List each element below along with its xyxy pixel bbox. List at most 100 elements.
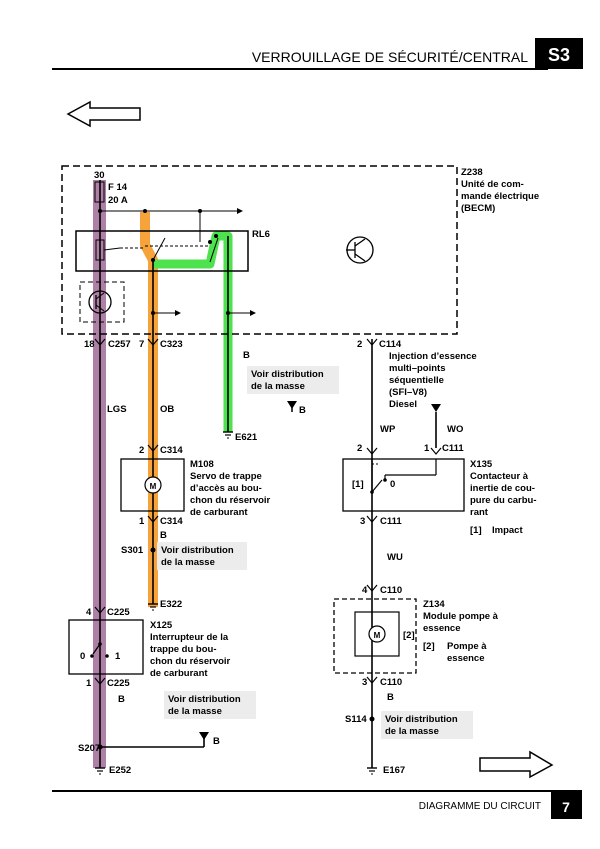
svg-text:S114: S114 [345, 714, 367, 725]
svg-text:M108: M108 [190, 459, 214, 470]
relay-label: RL6 [252, 229, 270, 240]
ground-e167: E167 [367, 765, 405, 776]
svg-text:3: 3 [362, 677, 367, 688]
becm-name-3: (BECM) [461, 203, 495, 214]
connector-c114: 2 C114 [357, 338, 402, 350]
svg-text:[2]: [2] [403, 630, 415, 641]
arrow-left-icon [66, 100, 141, 128]
ground-note-2: Voir distribution de la masse [157, 542, 247, 570]
svg-text:chon du réservoir: chon du réservoir [190, 495, 271, 506]
ground-note-4: Voir distribution de la masse [381, 711, 473, 739]
svg-text:d’accès au bou-: d’accès au bou- [190, 483, 262, 494]
svg-text:Contacteur à: Contacteur à [470, 471, 529, 482]
becm-driver-box [79, 281, 125, 323]
z134-component: 4 C110 M [2] 3 C110 Z134 Module pompe à … [333, 584, 499, 688]
wire-label-wu: WU [387, 552, 403, 563]
c323-conn: C323 [160, 339, 183, 350]
injection-3: séquentielle [389, 375, 444, 386]
c257-pin: 18 [84, 339, 95, 350]
svg-text:de la masse: de la masse [161, 557, 215, 568]
arrow-right-icon [479, 750, 554, 779]
svg-text:rant: rant [470, 507, 489, 518]
wire-label-wo: WO [447, 424, 463, 435]
x125-component: 4 C225 0 1 1 C225 X125 Interrupteur de l… [68, 606, 231, 689]
svg-text:E322: E322 [160, 599, 182, 610]
svg-text:Pompe à: Pompe à [447, 641, 487, 652]
fuse-feed: 30 [94, 170, 105, 181]
fuse-rating: 20 A [108, 195, 128, 206]
svg-text:essence: essence [423, 623, 461, 634]
wire-label-b5: B [213, 736, 220, 747]
e621-label: E621 [235, 432, 258, 443]
wire-label-lgs: LGS [107, 404, 127, 415]
c114-pin: 2 [357, 339, 362, 350]
wire-label-b2: B [299, 405, 306, 416]
svg-text:de carburant: de carburant [190, 507, 248, 518]
page-number: 7 [562, 799, 570, 815]
svg-text:M: M [374, 631, 381, 640]
injection-1: Injection d’essence [389, 351, 477, 362]
svg-text:4: 4 [362, 585, 368, 596]
page-header: VERROUILLAGE DE SÉCURITÉ/CENTRAL S3 [52, 38, 583, 70]
svg-text:de la masse: de la masse [168, 706, 222, 717]
wire-label-b3: B [160, 530, 167, 541]
svg-text:pure du carbu-: pure du carbu- [470, 495, 537, 506]
becm-name-2: mande électrique [461, 191, 539, 202]
svg-text:Voir distribution: Voir distribution [251, 369, 324, 380]
svg-text:4: 4 [86, 607, 92, 618]
m108-component: 2 C314 M 1 C314 M108 Servo de trappe d’a… [120, 444, 271, 527]
svg-text:X125: X125 [150, 620, 173, 631]
page-number-badge [551, 792, 582, 819]
svg-text:E252: E252 [109, 765, 131, 776]
svg-text:E167: E167 [383, 765, 405, 776]
x135-component: 2 1 C111 [1] 0 3 C111 X135 Contacteur à … [342, 404, 537, 536]
svg-text:C110: C110 [380, 585, 402, 596]
svg-text:Voir distribution: Voir distribution [168, 694, 241, 705]
footer-label: DIAGRAMME DU CIRCUIT [419, 801, 541, 812]
wire-label-b4: B [118, 694, 125, 705]
svg-text:C225: C225 [107, 678, 130, 689]
svg-text:de la masse: de la masse [251, 381, 305, 392]
svg-text:3: 3 [360, 516, 365, 527]
svg-text:[1]: [1] [470, 525, 482, 536]
svg-text:X135: X135 [470, 459, 493, 470]
page-title: VERROUILLAGE DE SÉCURITÉ/CENTRAL [252, 49, 528, 65]
relay-contact-icon [152, 237, 166, 261]
svg-text:1: 1 [115, 651, 121, 662]
ground-e621: E621 [223, 431, 258, 443]
c257-conn: C257 [108, 339, 131, 350]
inertia-switch-icon [371, 479, 383, 493]
relay-rl6-box [75, 230, 249, 272]
section-badge [535, 38, 583, 69]
wire-label-wp: WP [380, 424, 396, 435]
section-badge-label: S3 [548, 45, 570, 65]
ground-e252: E252 [95, 765, 131, 776]
svg-text:1: 1 [86, 678, 92, 689]
svg-text:S301: S301 [121, 545, 144, 556]
switch-icon [92, 643, 101, 655]
wire-label-b6: B [387, 692, 394, 703]
svg-text:inertie de cou-: inertie de cou- [470, 483, 535, 494]
c114-conn: C114 [379, 339, 402, 350]
svg-text:C110: C110 [380, 677, 402, 688]
svg-text:1: 1 [139, 516, 145, 527]
fuel-pump-motor-icon [368, 625, 386, 643]
svg-text:chon du réservoir: chon du réservoir [150, 656, 231, 667]
ground-ref-icon-2 [199, 732, 209, 740]
svg-text:C314: C314 [160, 445, 183, 456]
injection-2: multi–points [389, 363, 445, 374]
becm-box [61, 165, 458, 335]
svg-text:C111: C111 [380, 516, 402, 527]
svg-text:Z134: Z134 [423, 599, 445, 610]
svg-text:[2]: [2] [423, 641, 435, 652]
motor-icon [144, 476, 162, 494]
splice-s207: S207 [78, 743, 103, 754]
svg-text:de la masse: de la masse [385, 726, 439, 737]
connector-c257: 18 C257 [84, 338, 131, 350]
wire-label-ob: OB [160, 404, 174, 415]
svg-text:trappe du bou-: trappe du bou- [150, 644, 217, 655]
ground-note-1: Voir distribution de la masse [247, 366, 339, 394]
svg-text:0: 0 [80, 651, 85, 662]
fuse-id: F 14 [108, 182, 128, 193]
